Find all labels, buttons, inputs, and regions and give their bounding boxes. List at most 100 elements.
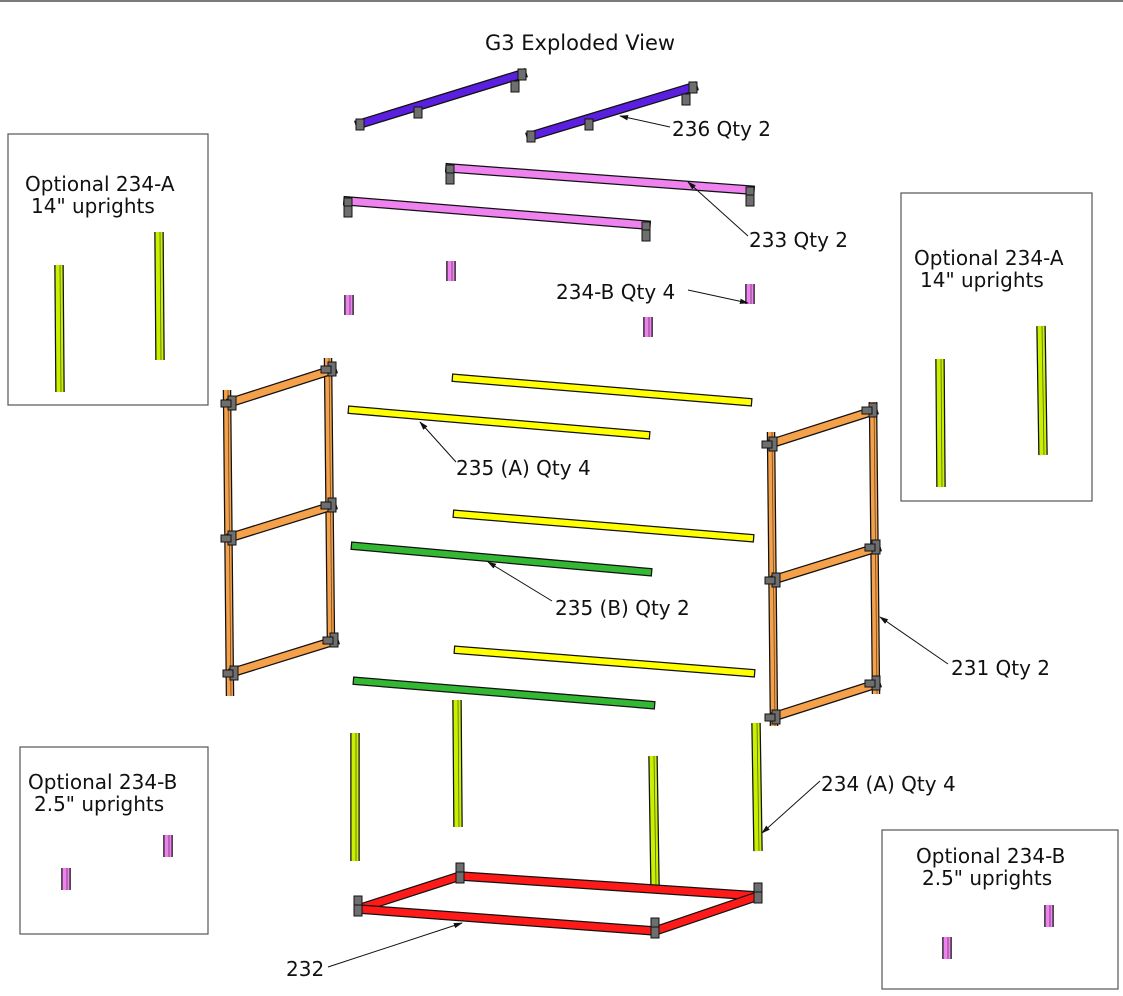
tee-connector <box>320 497 337 513</box>
part-234a-upright-2-fill <box>453 699 462 828</box>
part-234b-upright-2 <box>446 261 456 281</box>
leader-234B <box>687 289 749 304</box>
part-231-right-rung-1 <box>767 405 879 449</box>
end-cap <box>526 130 536 143</box>
part-233-rail-2 <box>342 195 652 231</box>
part-235a-rail-3-fill <box>453 510 754 542</box>
leader-233 <box>687 181 749 237</box>
option-box-top-right: Optional 234-A 14" uprights <box>900 192 1093 502</box>
option-box-line2: 14" uprights <box>31 194 155 218</box>
part-231-left-rung-1 <box>226 364 338 408</box>
leader-231 <box>879 616 949 665</box>
part-231-left-rung-2 <box>226 500 338 543</box>
part-234a-upright-4-edge <box>756 722 760 852</box>
base-rail <box>459 872 759 900</box>
callout-234a: 234 (A) Qty 4 <box>821 772 956 796</box>
tee-arm <box>220 399 232 408</box>
tee-connector <box>764 572 781 588</box>
tee-arm <box>320 501 332 510</box>
optional-234b-upright <box>942 937 952 959</box>
part-234a-upright-4 <box>751 722 763 852</box>
part-231-left-rung-1-fill <box>227 365 337 407</box>
tee-connector <box>220 530 237 546</box>
part-235b-rail-2 <box>352 676 656 710</box>
leader-235B <box>487 561 553 602</box>
part-234a-upright-3-edge <box>653 755 657 886</box>
optional-234a-upright <box>935 358 946 488</box>
option-box-top-left: Optional 234-A 14" uprights <box>7 133 209 406</box>
tee-arm <box>320 365 332 374</box>
elbow-connector <box>445 172 455 185</box>
option-box-line2: 2.5" uprights <box>34 792 164 816</box>
callout-leaders <box>327 115 949 968</box>
tee-arm <box>222 669 234 678</box>
part-234a-upright-2 <box>452 699 463 828</box>
optional-234a-upright-fill <box>936 358 945 488</box>
part-235a-rail-2-fill <box>348 406 650 439</box>
part-234b-upright-1 <box>344 295 354 315</box>
part-236-rail-1 <box>354 68 528 130</box>
callout-232: 232 <box>286 957 324 981</box>
tee-arm <box>864 543 876 552</box>
tee-arm <box>764 576 776 585</box>
part-234a-upright-4-fill <box>752 722 762 852</box>
part-233-rail-1 <box>444 162 756 196</box>
part-235a-rail-1-fill <box>452 374 752 406</box>
tee-arm <box>764 713 776 722</box>
callout-235a: 235 (A) Qty 4 <box>456 456 591 480</box>
tee-arm <box>322 636 334 645</box>
tee-connector <box>764 709 781 725</box>
part-231-right-rung-2 <box>770 542 882 585</box>
optional-234b-upright <box>61 868 71 890</box>
part-234b-upright-3 <box>643 317 653 337</box>
part-231-right-rung-3 <box>770 678 882 722</box>
end-cap <box>517 68 527 81</box>
optional-234b-upright <box>163 835 173 857</box>
tee-connector <box>320 361 337 377</box>
part-236-rail-2 <box>525 81 699 142</box>
optional-234a-upright <box>1036 325 1048 456</box>
option-box-line1: Optional 234-B <box>28 770 177 794</box>
tee-connector <box>861 402 878 418</box>
option-box-line2: 14" uprights <box>920 268 1044 292</box>
leader-236 <box>619 115 671 128</box>
callout-234b: 234-B Qty 4 <box>556 280 675 304</box>
leader-232 <box>327 922 463 968</box>
bracket <box>413 106 423 119</box>
elbow-connector <box>343 205 353 218</box>
part-235a-rail-4-fill <box>454 646 755 677</box>
leader-234A <box>761 780 821 834</box>
optional-234a-upright <box>54 264 65 393</box>
tee-connector <box>222 665 239 681</box>
tee-connector <box>864 539 881 555</box>
part-231-left-rung-3 <box>228 635 340 678</box>
part-231-right-rung-3-fill <box>771 679 881 721</box>
part-231-left-rung-2-fill <box>227 501 337 542</box>
tee-arm <box>864 679 876 688</box>
diagram-title: G3 Exploded View <box>485 31 675 55</box>
corner-connector <box>753 891 763 904</box>
bracket <box>681 93 691 106</box>
bracket <box>584 118 594 131</box>
end-cap <box>355 118 365 131</box>
tee-arm <box>861 406 873 415</box>
part-235a-rail-3 <box>452 509 755 543</box>
part-235b-rail-1-fill <box>351 542 652 576</box>
optional-234a-upright-fill <box>55 264 64 393</box>
part-232-base-frame <box>356 871 760 936</box>
optional-234a-upright-fill <box>1037 325 1047 456</box>
corner-connector <box>353 904 363 917</box>
callout-233: 233 Qty 2 <box>749 228 848 252</box>
option-box-line1: Optional 234-A <box>914 246 1064 270</box>
part-233-rail-2-fill <box>344 197 650 229</box>
part-235b-rail-2-fill <box>353 677 655 709</box>
part-235a-rail-4 <box>453 645 756 678</box>
part-234a-upright-3-fill <box>649 755 659 886</box>
leader-235A <box>419 421 457 463</box>
optional-234a-upright-edge <box>159 231 162 361</box>
corner-connector <box>650 926 660 939</box>
corner-connector <box>455 871 465 884</box>
optional-234a-upright-edge <box>940 358 943 488</box>
callout-235b: 235 (B) Qty 2 <box>555 596 690 620</box>
